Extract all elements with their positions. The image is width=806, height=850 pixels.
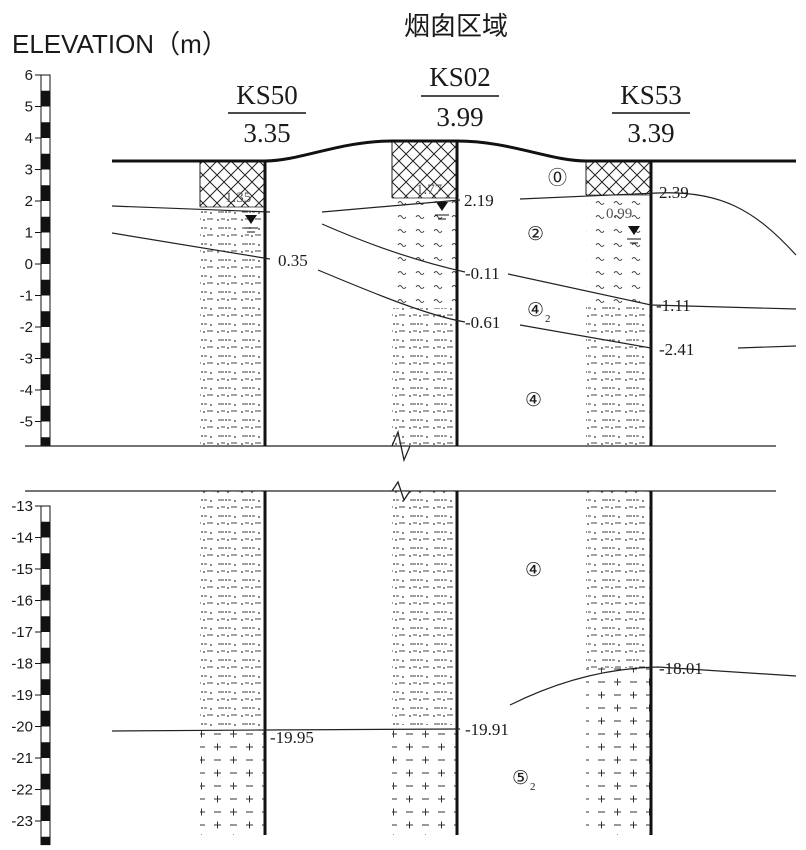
water-level-marker-icon bbox=[245, 215, 257, 224]
boundary-label-ks02-top: 2.19 bbox=[464, 191, 494, 210]
scale-bar-segment bbox=[41, 553, 50, 569]
scale-tick-label: -14 bbox=[11, 530, 33, 547]
water-level-marker-icon bbox=[628, 226, 640, 235]
boundary-label-ks53-mid: -1.11 bbox=[656, 296, 691, 315]
water-level-ks53: 0.99 bbox=[606, 206, 641, 244]
elevation-scale-lower: -13 -14 -15 -16 -17 -18 -19 -20 -21 -22 -23 bbox=[11, 498, 51, 846]
scale-bar-segment bbox=[41, 521, 50, 538]
scale-bar-segment bbox=[41, 185, 50, 201]
scale-tick-label: 1 bbox=[25, 225, 33, 242]
scale-tick-label: -20 bbox=[11, 719, 33, 736]
scale-tick-label: -4 bbox=[20, 382, 33, 399]
scale-tick-label: 2 bbox=[25, 193, 33, 210]
boundary-line-low bbox=[317, 269, 797, 349]
scale-bar-segment bbox=[41, 342, 50, 359]
scale-tick-label: -2 bbox=[20, 319, 33, 336]
scale-bar-segment bbox=[41, 405, 50, 422]
boundary-label-ks53-low: -2.41 bbox=[659, 340, 694, 359]
scale-bar-segment bbox=[41, 216, 50, 233]
scale-bar-segment bbox=[41, 248, 50, 264]
scale-bar-segment bbox=[41, 836, 50, 845]
boundary-label-ks53-deep: -18.01 bbox=[659, 659, 703, 678]
layer-marker-4-lower: ④ bbox=[525, 560, 542, 581]
scale-bar-segment bbox=[41, 742, 50, 758]
scale-tick-label: -15 bbox=[11, 561, 33, 578]
svg-text:0.99: 0.99 bbox=[606, 206, 632, 222]
borehole-ks50-column bbox=[199, 161, 267, 835]
scale-bar-segment bbox=[41, 311, 50, 327]
scale-tick-label: -3 bbox=[20, 351, 33, 368]
scale-tick-label: 4 bbox=[25, 130, 33, 147]
scale-tick-label: -21 bbox=[11, 750, 33, 767]
borehole-ks02-name: KS02 bbox=[429, 62, 491, 92]
svg-text:1.77: 1.77 bbox=[416, 182, 443, 198]
scale-bar-segment bbox=[41, 773, 50, 790]
axis-title: ELEVATION（m） bbox=[12, 29, 228, 59]
layer-marker-2: ② bbox=[527, 224, 544, 245]
borehole-ks53-name: KS53 bbox=[620, 80, 682, 110]
scale-tick-label: 0 bbox=[25, 256, 33, 273]
scale-tick-label: -23 bbox=[11, 813, 33, 830]
layer-marker-4-upper: ④ bbox=[525, 390, 542, 411]
boundary-label-ks50-mid: 0.35 bbox=[278, 251, 308, 270]
boundary-line-top bbox=[111, 192, 797, 256]
scale-tick-label: -18 bbox=[11, 656, 33, 673]
borehole-ks53-column bbox=[585, 161, 653, 835]
ground-surface-line bbox=[112, 139, 796, 163]
svg-text:1.35: 1.35 bbox=[225, 190, 251, 206]
boundary-label-ks02-low: -0.61 bbox=[465, 313, 500, 332]
scale-tick-label: -5 bbox=[20, 414, 33, 431]
scale-tick-label: -22 bbox=[11, 782, 33, 799]
scale-tick-label: 6 bbox=[25, 67, 33, 84]
borehole-ks50-name: KS50 bbox=[236, 80, 298, 110]
borehole-ks50-elevation: 3.35 bbox=[243, 118, 290, 148]
scale-bar-segment bbox=[41, 647, 50, 664]
layer-marker-5-2-subscript: 2 bbox=[530, 781, 536, 793]
boundary-line-deep bbox=[111, 666, 797, 732]
scale-tick-label: 5 bbox=[25, 99, 33, 116]
borehole-ks02-column bbox=[391, 141, 459, 835]
water-level-ks02: 1.77 bbox=[416, 182, 449, 220]
scale-bar-segment bbox=[41, 584, 50, 601]
scale-tick-label: -1 bbox=[20, 288, 33, 305]
borehole-ks02-elevation: 3.99 bbox=[436, 102, 483, 132]
boundary-label-ks02-mid: -0.11 bbox=[465, 264, 500, 283]
scale-bar-segment bbox=[41, 122, 50, 138]
layer-marker-4-2-subscript: 2 bbox=[545, 313, 551, 325]
layer-marker-0: ⓪ bbox=[548, 167, 567, 189]
scale-bar-segment bbox=[41, 153, 50, 170]
scale-bar-segment bbox=[41, 679, 50, 695]
borehole-ks53-elevation: 3.39 bbox=[627, 118, 674, 148]
boundary-line-mid bbox=[111, 223, 797, 310]
elevation-scale-upper: 6 5 4 3 2 1 0 -1 -2 -3 -4 -5 bbox=[20, 67, 51, 446]
scale-bar-segment bbox=[41, 616, 50, 632]
scale-bar-segment bbox=[41, 805, 50, 821]
scale-bar-segment bbox=[41, 90, 50, 107]
scale-tick-label: -17 bbox=[11, 624, 33, 641]
boundary-label-ks53-top: 2.39 bbox=[659, 183, 689, 202]
scale-bar-segment bbox=[41, 374, 50, 390]
scale-tick-label: 3 bbox=[25, 162, 33, 179]
boundary-label-ks50-deep: -19.95 bbox=[270, 728, 314, 747]
scale-tick-label: -19 bbox=[11, 687, 33, 704]
diagram-title: 烟囱区域 bbox=[404, 12, 508, 41]
layer-marker-5-2: ⑤ bbox=[512, 768, 529, 789]
scale-bar-segment bbox=[41, 710, 50, 727]
water-level-marker-icon bbox=[436, 202, 448, 211]
scale-tick-label: -16 bbox=[11, 593, 33, 610]
water-level-ks50: 1.35 bbox=[225, 190, 258, 233]
boundary-label-ks02-deep: -19.91 bbox=[465, 720, 509, 739]
layer-marker-4-2: ④ bbox=[527, 300, 544, 321]
scale-tick-label: -13 bbox=[11, 498, 33, 515]
scale-bar-segment bbox=[41, 437, 50, 446]
scale-bar-segment bbox=[41, 279, 50, 296]
